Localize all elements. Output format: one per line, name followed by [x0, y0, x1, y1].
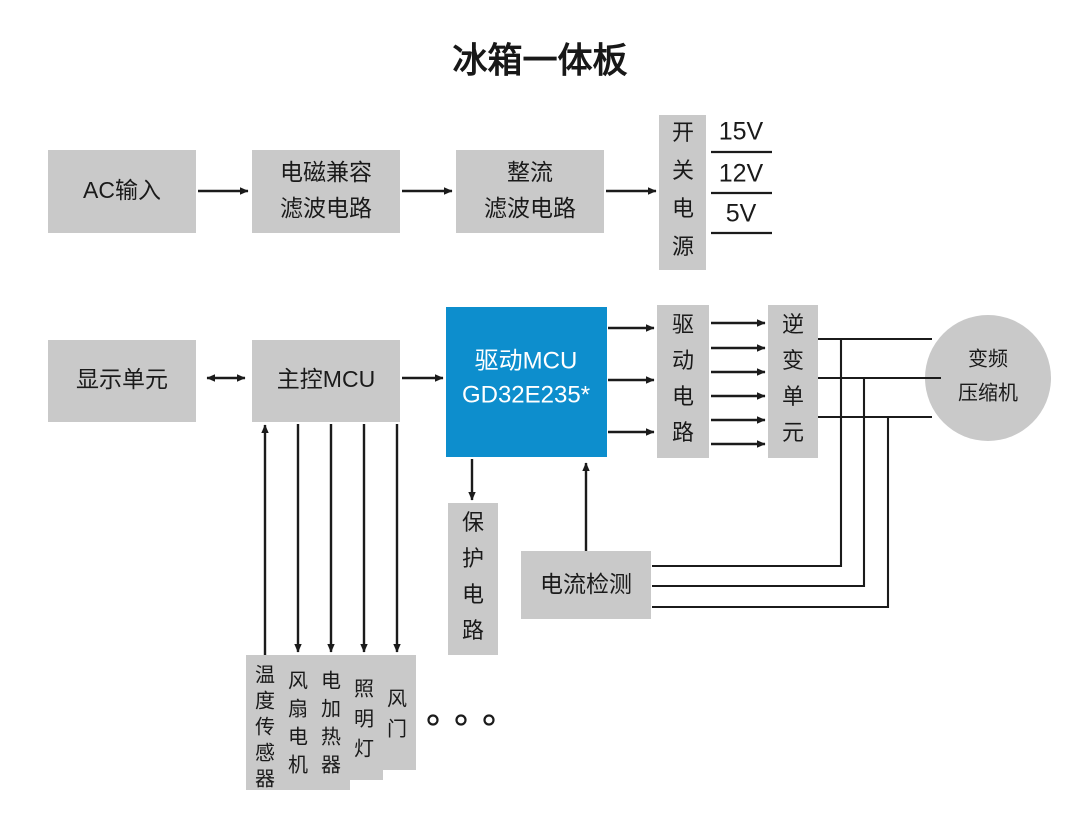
block-drive-mcu-label-line1: 驱动MCU	[475, 347, 578, 374]
block-temperature-sensor-char-1: 度	[255, 689, 275, 712]
block-temperature-sensor-char-2: 传	[255, 715, 275, 738]
block-air-damper-char-0: 风	[387, 688, 407, 710]
block-lighting-lamp-char-1: 明	[354, 708, 374, 730]
block-main-mcu: 主控MCU	[252, 340, 400, 422]
block-ac-input: AC输入	[48, 150, 196, 233]
block-air-damper: 风 门	[378, 655, 416, 770]
block-fan-motor-char-3: 机	[288, 753, 308, 776]
block-emc-filter-label-line1: 电磁兼容	[280, 159, 372, 185]
ellipsis-dot-2	[455, 714, 467, 726]
block-main-mcu-label: 主控MCU	[277, 366, 375, 392]
block-drive-circuit-char-3: 路	[672, 420, 694, 445]
block-rectifier-filter: 整流 滤波电路	[456, 150, 604, 233]
block-ac-input-label: AC输入	[83, 177, 161, 203]
block-drive-circuit-char-0: 驱	[672, 312, 694, 337]
block-inverter-unit-char-0: 逆	[782, 312, 804, 337]
block-inverter-compressor-label-line1: 变频	[968, 347, 1008, 370]
block-switching-power-supply-char-3: 源	[672, 234, 694, 259]
block-protection-circuit: 保 护 电 路	[448, 503, 498, 655]
block-fan-motor: 风 扇 电 机	[279, 655, 317, 790]
block-protection-circuit-char-0: 保	[462, 510, 484, 535]
block-drive-circuit-char-2: 电	[672, 384, 694, 409]
power-rail-5v-label: 5V	[726, 200, 757, 228]
power-rail-15v-label: 15V	[719, 118, 764, 146]
block-temperature-sensor-char-0: 温	[255, 663, 275, 686]
block-inverter-unit-char-3: 元	[782, 420, 804, 445]
block-rectifier-filter-label-line2: 滤波电路	[484, 195, 576, 221]
ellipsis-dot-3	[483, 714, 495, 726]
block-display-unit-label: 显示单元	[76, 366, 168, 392]
block-display-unit: 显示单元	[48, 340, 196, 422]
block-current-detection: 电流检测	[521, 551, 651, 619]
block-electric-heater-char-3: 器	[321, 754, 341, 776]
page-title: 冰箱一体板	[452, 41, 627, 80]
block-emc-filter-label-line2: 滤波电路	[280, 195, 372, 221]
block-drive-mcu: 驱动MCU GD32E235*	[446, 307, 607, 457]
block-temperature-sensor-char-3: 感	[255, 741, 275, 764]
block-rectifier-filter-label-line1: 整流	[507, 159, 553, 185]
block-fan-motor-char-2: 电	[288, 725, 308, 748]
peripherals-ellipsis	[427, 714, 495, 726]
block-electric-heater-char-2: 热	[321, 725, 341, 748]
block-protection-circuit-char-1: 护	[462, 546, 484, 571]
block-current-detection-label: 电流检测	[540, 571, 632, 597]
feedback-path-phase-v	[652, 378, 866, 588]
block-drive-mcu-label-line2: GD32E235*	[462, 381, 590, 408]
block-fan-motor-char-1: 扇	[288, 697, 308, 720]
feedback-path-phase-u	[652, 339, 843, 568]
power-rail-12v-label: 12V	[719, 160, 764, 188]
block-inverter-unit-char-2: 单	[782, 384, 804, 409]
power-rail-12v: 12V	[711, 160, 772, 195]
block-lighting-lamp-char-2: 灯	[354, 737, 374, 760]
block-lighting-lamp: 照 明 灯	[345, 655, 383, 780]
block-lighting-lamp-char-0: 照	[354, 678, 374, 700]
block-drive-circuit-char-1: 动	[672, 348, 694, 373]
block-inverter-unit-char-1: 变	[782, 348, 804, 373]
block-inverter-compressor: 变频 压缩机	[925, 315, 1051, 441]
feedback-path-phase-w	[652, 417, 890, 609]
block-electric-heater-char-1: 加	[321, 697, 341, 720]
block-electric-heater-char-0: 电	[321, 669, 341, 692]
block-emc-filter: 电磁兼容 滤波电路	[252, 150, 400, 233]
ellipsis-dot-1	[427, 714, 439, 726]
block-fan-motor-char-0: 风	[288, 670, 308, 692]
block-temperature-sensor: 温 度 传 感 器	[246, 655, 284, 790]
block-drive-circuit: 驱 动 电 路	[657, 305, 709, 458]
block-protection-circuit-char-2: 电	[462, 582, 484, 607]
block-temperature-sensor-char-4: 器	[255, 768, 275, 790]
block-switching-power-supply: 开 关 电 源	[659, 115, 706, 270]
block-inverter-compressor-label-line2: 压缩机	[958, 381, 1018, 404]
block-inverter-unit: 逆 变 单 元	[768, 305, 818, 458]
block-electric-heater: 电 加 热 器	[312, 655, 350, 790]
block-protection-circuit-char-3: 路	[462, 618, 484, 643]
block-switching-power-supply-char-1: 关	[672, 158, 694, 183]
power-rail-5v: 5V	[711, 200, 772, 235]
block-switching-power-supply-char-0: 开	[672, 120, 694, 145]
power-rail-15v: 15V	[711, 118, 772, 154]
block-air-damper-char-1: 门	[387, 717, 407, 740]
block-switching-power-supply-char-2: 电	[672, 196, 694, 221]
